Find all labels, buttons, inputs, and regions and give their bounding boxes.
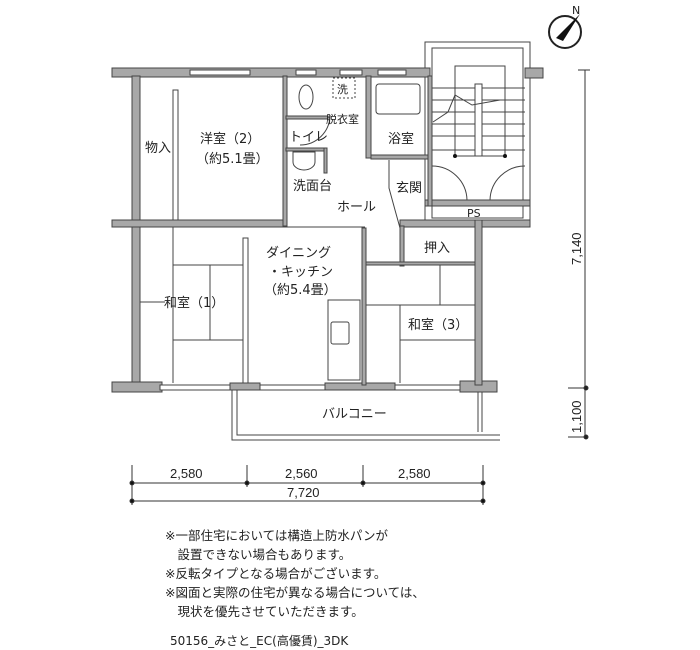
depth-dimension: 7,140: [569, 232, 584, 265]
washer-pan: [332, 77, 356, 99]
room-size: （約5.1畳）: [196, 152, 269, 167]
horizontal-dimension: [129, 465, 486, 505]
room-label: 物入: [145, 141, 171, 156]
room-label: ・キッチン: [268, 265, 333, 280]
room-label: バルコニー: [322, 407, 387, 422]
room-label: 浴室: [388, 131, 414, 147]
room-label: トイレ: [289, 130, 328, 145]
room-label: 脱衣室: [326, 112, 359, 126]
note-line: ※反転タイプとなる場合がございます。: [165, 566, 387, 581]
washbasin-icon: [292, 151, 316, 171]
north-wall: [111, 67, 431, 78]
note-line: ※一部住宅においては構造上防水パンが: [165, 528, 388, 543]
staircase: [424, 41, 531, 223]
room-label: 洗: [337, 83, 348, 96]
width-dimension: 2,560: [285, 466, 318, 481]
room-label: PS: [467, 207, 481, 220]
bathtub-icon: [375, 83, 421, 115]
svg-text:N: N: [572, 4, 580, 17]
vertical-dimension: [568, 69, 590, 440]
note-line: 設置できない場合もあります。: [165, 547, 352, 562]
width-dimension: 2,580: [398, 466, 431, 481]
room-label: 玄関: [396, 181, 422, 196]
west-wall: [131, 75, 141, 387]
room-label: 洗面台: [293, 179, 332, 194]
width-dimension: 2,580: [170, 466, 203, 481]
room-label: 和室（1）: [164, 295, 224, 311]
plan-code: 50156_みさと_EC(高優賃)_3DK: [170, 634, 349, 648]
room-label: ホール: [337, 200, 376, 215]
balcony-depth-dimension: 1,100: [569, 400, 584, 433]
balcony: [231, 390, 500, 441]
total-width-dimension: 7,720: [287, 485, 320, 500]
north-compass-icon: N: [548, 4, 582, 49]
toilet-icon: [298, 84, 314, 110]
room-label: 押入: [424, 241, 450, 256]
room-size: （約5.4畳）: [264, 283, 337, 298]
notes: ※一部住宅においては構造上防水パンが 設置できない場合もあります。 ※反転タイプ…: [165, 526, 425, 621]
room-label: 和室（3）: [408, 317, 468, 333]
kitchen-counter: [327, 299, 361, 381]
room-label: ダイニング: [266, 246, 331, 261]
sink-icon: [330, 321, 350, 345]
note-line: ※図面と実際の住宅が異なる場合については、: [165, 585, 425, 600]
room-label: 洋室（2）: [200, 131, 260, 147]
note-line: 現状を優先させていただきます。: [165, 604, 364, 619]
